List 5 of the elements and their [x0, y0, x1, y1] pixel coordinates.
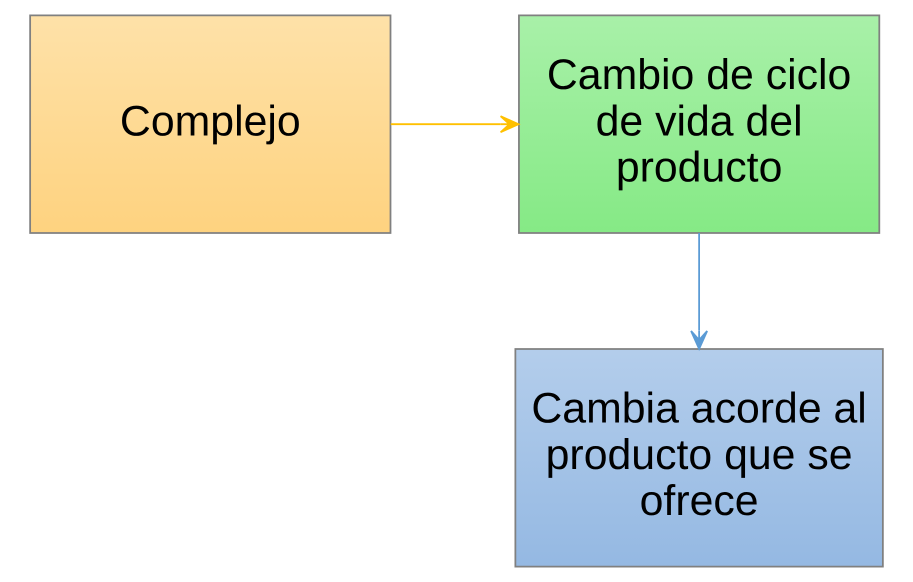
node-box: Complejo: [29, 14, 392, 234]
arrow: [690, 233, 708, 350]
node-box: Cambia acorde al producto que se ofrece: [514, 348, 884, 568]
arrow: [390, 115, 520, 134]
node-box: Cambio de ciclo de vida del producto: [518, 14, 880, 234]
